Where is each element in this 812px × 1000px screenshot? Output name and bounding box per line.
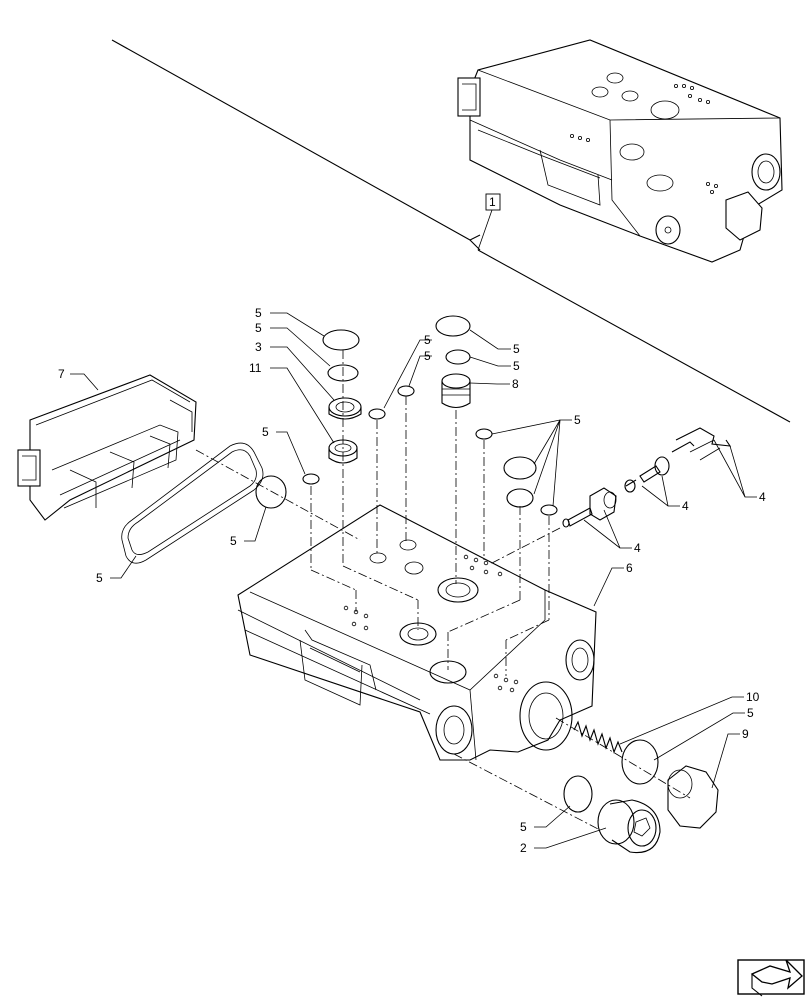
callout-labels: 1 5 5 3 11 5 5 5 7 5 5 5 5 8 5 6 4 4 4 1… [58, 193, 766, 855]
callout-5: 5 [520, 820, 527, 834]
leader-lines [70, 209, 757, 849]
callout-4: 4 [634, 541, 641, 555]
small-parts [255, 315, 732, 854]
callout-11: 11 [249, 361, 262, 375]
callout-2: 2 [520, 841, 527, 855]
center-lines [195, 350, 691, 831]
callout-5: 5 [230, 534, 237, 548]
callout-1: 1 [489, 195, 496, 209]
callout-5: 5 [747, 706, 754, 720]
callout-5: 5 [424, 349, 431, 363]
callout-5: 5 [513, 359, 520, 373]
callout-5: 5 [255, 321, 262, 335]
callout-5: 5 [262, 425, 269, 439]
callout-5: 5 [574, 413, 581, 427]
valve-body-part-6 [237, 504, 597, 761]
callout-5: 5 [513, 342, 520, 356]
callout-5: 5 [424, 333, 431, 347]
callout-5: 5 [255, 306, 262, 320]
callout-4: 4 [759, 490, 766, 504]
navigation-arrow-icon[interactable] [737, 959, 805, 997]
callout-box-1 [485, 193, 501, 211]
callout-5: 5 [96, 571, 103, 585]
callout-6: 6 [626, 561, 633, 575]
callout-3: 3 [255, 340, 262, 354]
callout-7: 7 [58, 367, 65, 381]
cover-part-7 [17, 374, 197, 521]
callout-8: 8 [512, 377, 519, 391]
callout-10: 10 [746, 690, 760, 704]
callout-9: 9 [742, 727, 749, 741]
callout-4: 4 [682, 499, 689, 513]
gasket-part-5 [121, 442, 264, 564]
assembled-valve-drawing [111, 39, 791, 423]
